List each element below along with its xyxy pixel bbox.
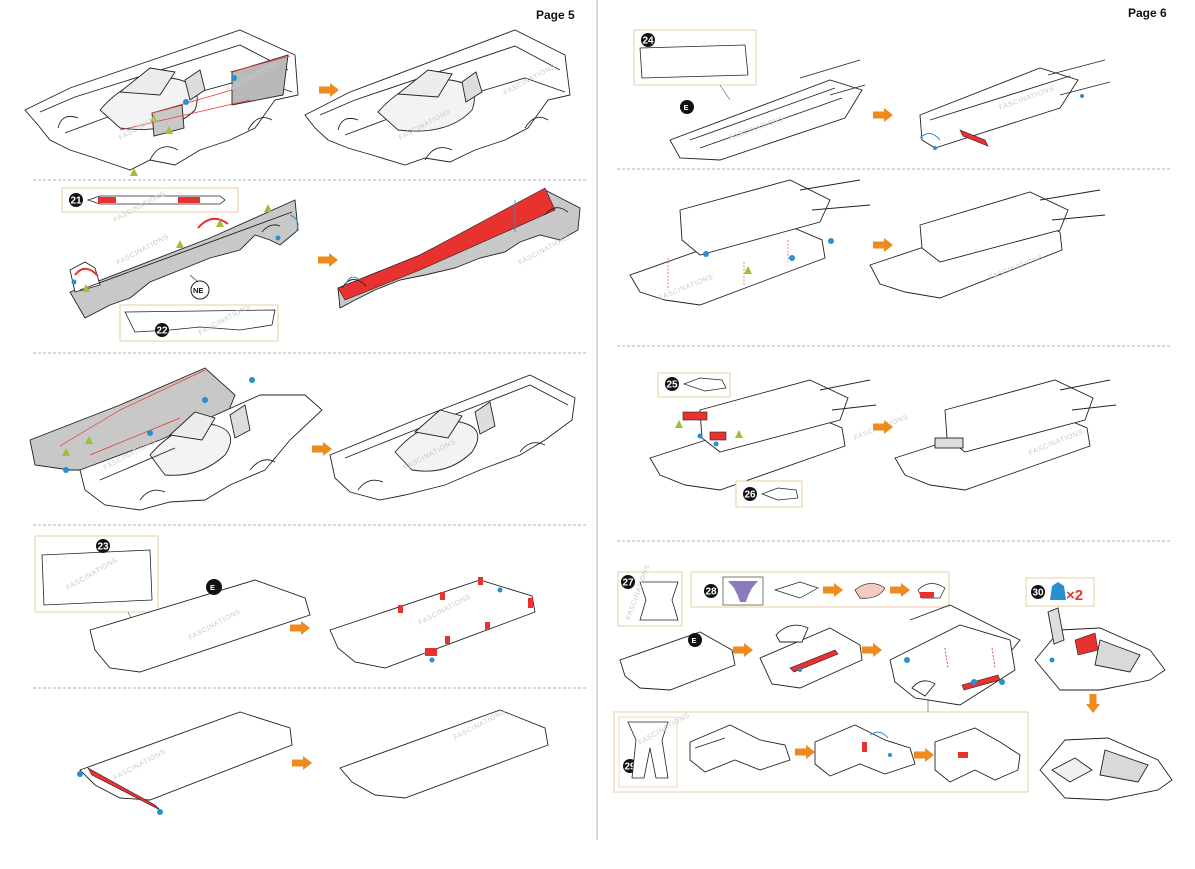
step-number-21: 21 bbox=[71, 196, 83, 207]
step27-floor bbox=[619, 631, 736, 691]
blue-dot-icon bbox=[828, 238, 834, 244]
page-number-left: Page 5 bbox=[536, 8, 575, 22]
arrow-right-icon bbox=[319, 83, 339, 97]
arrow-right-icon bbox=[873, 108, 893, 122]
step20-body-after bbox=[304, 29, 571, 166]
green-triangle-icon bbox=[264, 204, 272, 212]
arrow-right-icon bbox=[290, 621, 310, 635]
blue-dot-icon bbox=[713, 441, 719, 447]
rotate-arrow-icon bbox=[289, 214, 299, 233]
blue-dot-icon bbox=[888, 753, 892, 757]
green-triangle-icon bbox=[744, 266, 752, 274]
blue-dot-icon bbox=[231, 75, 237, 81]
step-number-23: 23 bbox=[98, 542, 110, 553]
green-triangle-icon bbox=[735, 430, 743, 438]
green-triangle-icon bbox=[82, 284, 90, 292]
rotate-arrow-icon bbox=[869, 731, 889, 739]
blue-dot-icon bbox=[933, 146, 937, 150]
step-number-25: 25 bbox=[667, 380, 679, 391]
blue-dot-icon bbox=[971, 679, 977, 685]
step28-floor bbox=[759, 624, 863, 689]
arrow-right-icon bbox=[318, 253, 338, 267]
step-number-29: 29 bbox=[625, 762, 637, 773]
arrow-right-icon bbox=[312, 442, 332, 456]
step24b-chassis-after bbox=[869, 189, 1106, 299]
arrow-down-icon bbox=[1086, 694, 1100, 713]
rotate-arrow-icon bbox=[344, 276, 361, 287]
sheet-label-e-3: E bbox=[692, 636, 697, 645]
green-triangle-icon bbox=[130, 168, 138, 176]
section-dividers bbox=[33, 168, 1172, 689]
blue-dot-icon bbox=[77, 771, 83, 777]
rotate-arrow-icon bbox=[919, 133, 941, 141]
step30-final bbox=[1039, 737, 1173, 801]
step-number-27: 27 bbox=[623, 578, 635, 589]
blue-dot-icon bbox=[202, 397, 208, 403]
sheet-label-e: E bbox=[210, 583, 215, 592]
step23b-floor-after bbox=[339, 709, 549, 799]
blue-dot-icon bbox=[1080, 94, 1084, 98]
sheet-label-e-2: E bbox=[684, 103, 689, 112]
green-triangle-icon bbox=[675, 420, 683, 428]
step24b-chassis-before bbox=[629, 179, 871, 306]
step21-panel-after bbox=[337, 187, 581, 309]
step22-body-after bbox=[329, 374, 576, 501]
blue-dot-icon bbox=[789, 255, 795, 261]
part-30-icon bbox=[1050, 582, 1066, 600]
green-triangle-icon bbox=[85, 436, 93, 444]
blue-dot-icon bbox=[249, 377, 255, 383]
blue-dot-icon bbox=[71, 279, 77, 285]
blue-dot-icon bbox=[497, 587, 503, 593]
arrow-right-icon bbox=[733, 643, 753, 657]
blue-dot-icon bbox=[703, 251, 709, 257]
green-triangle-icon bbox=[216, 219, 224, 227]
step23-floor-after bbox=[329, 579, 536, 669]
blue-dot-icon bbox=[429, 657, 435, 663]
page-number-right: Page 6 bbox=[1128, 6, 1167, 20]
green-triangle-icon bbox=[150, 114, 158, 122]
arrow-right-icon bbox=[292, 756, 312, 770]
blue-dot-icon bbox=[999, 679, 1005, 685]
step30-front-assembly bbox=[1034, 607, 1166, 691]
step23b-floor-before bbox=[79, 711, 293, 801]
step-number-30: 30 bbox=[1033, 588, 1045, 599]
step23-floor-before bbox=[89, 579, 311, 673]
green-triangle-icon bbox=[165, 126, 173, 134]
arrow-right-icon bbox=[873, 238, 893, 252]
blue-dot-icon bbox=[147, 430, 153, 436]
step-number-22: 22 bbox=[157, 326, 169, 337]
step-number-26: 26 bbox=[745, 490, 757, 501]
step21-panel-before bbox=[69, 199, 299, 319]
step28-body-assembly bbox=[889, 604, 1021, 706]
step26-chassis-after bbox=[894, 379, 1117, 491]
blue-dot-icon bbox=[157, 809, 163, 815]
quantity-multiplier: ×2 bbox=[1066, 587, 1083, 604]
green-triangle-icon bbox=[62, 448, 70, 456]
step24-chassis-after bbox=[919, 59, 1111, 149]
step24-chassis-before bbox=[669, 59, 866, 161]
step-number-28: 28 bbox=[706, 587, 718, 598]
blue-dot-icon bbox=[904, 657, 910, 663]
green-triangle-icon bbox=[176, 240, 184, 248]
blue-dot-icon bbox=[63, 467, 69, 473]
step-number-24: 24 bbox=[643, 36, 655, 47]
blue-dot-icon bbox=[697, 433, 703, 439]
blue-dot-icon bbox=[798, 668, 802, 672]
blue-dot-icon bbox=[275, 235, 281, 241]
step20-body-before bbox=[24, 29, 299, 171]
step22-body-before bbox=[29, 367, 323, 511]
blue-dot-icon bbox=[183, 99, 189, 105]
arrow-right-icon bbox=[862, 643, 882, 657]
blue-dot-icon bbox=[1049, 657, 1055, 663]
sheet-label-ne: NE bbox=[193, 286, 203, 295]
